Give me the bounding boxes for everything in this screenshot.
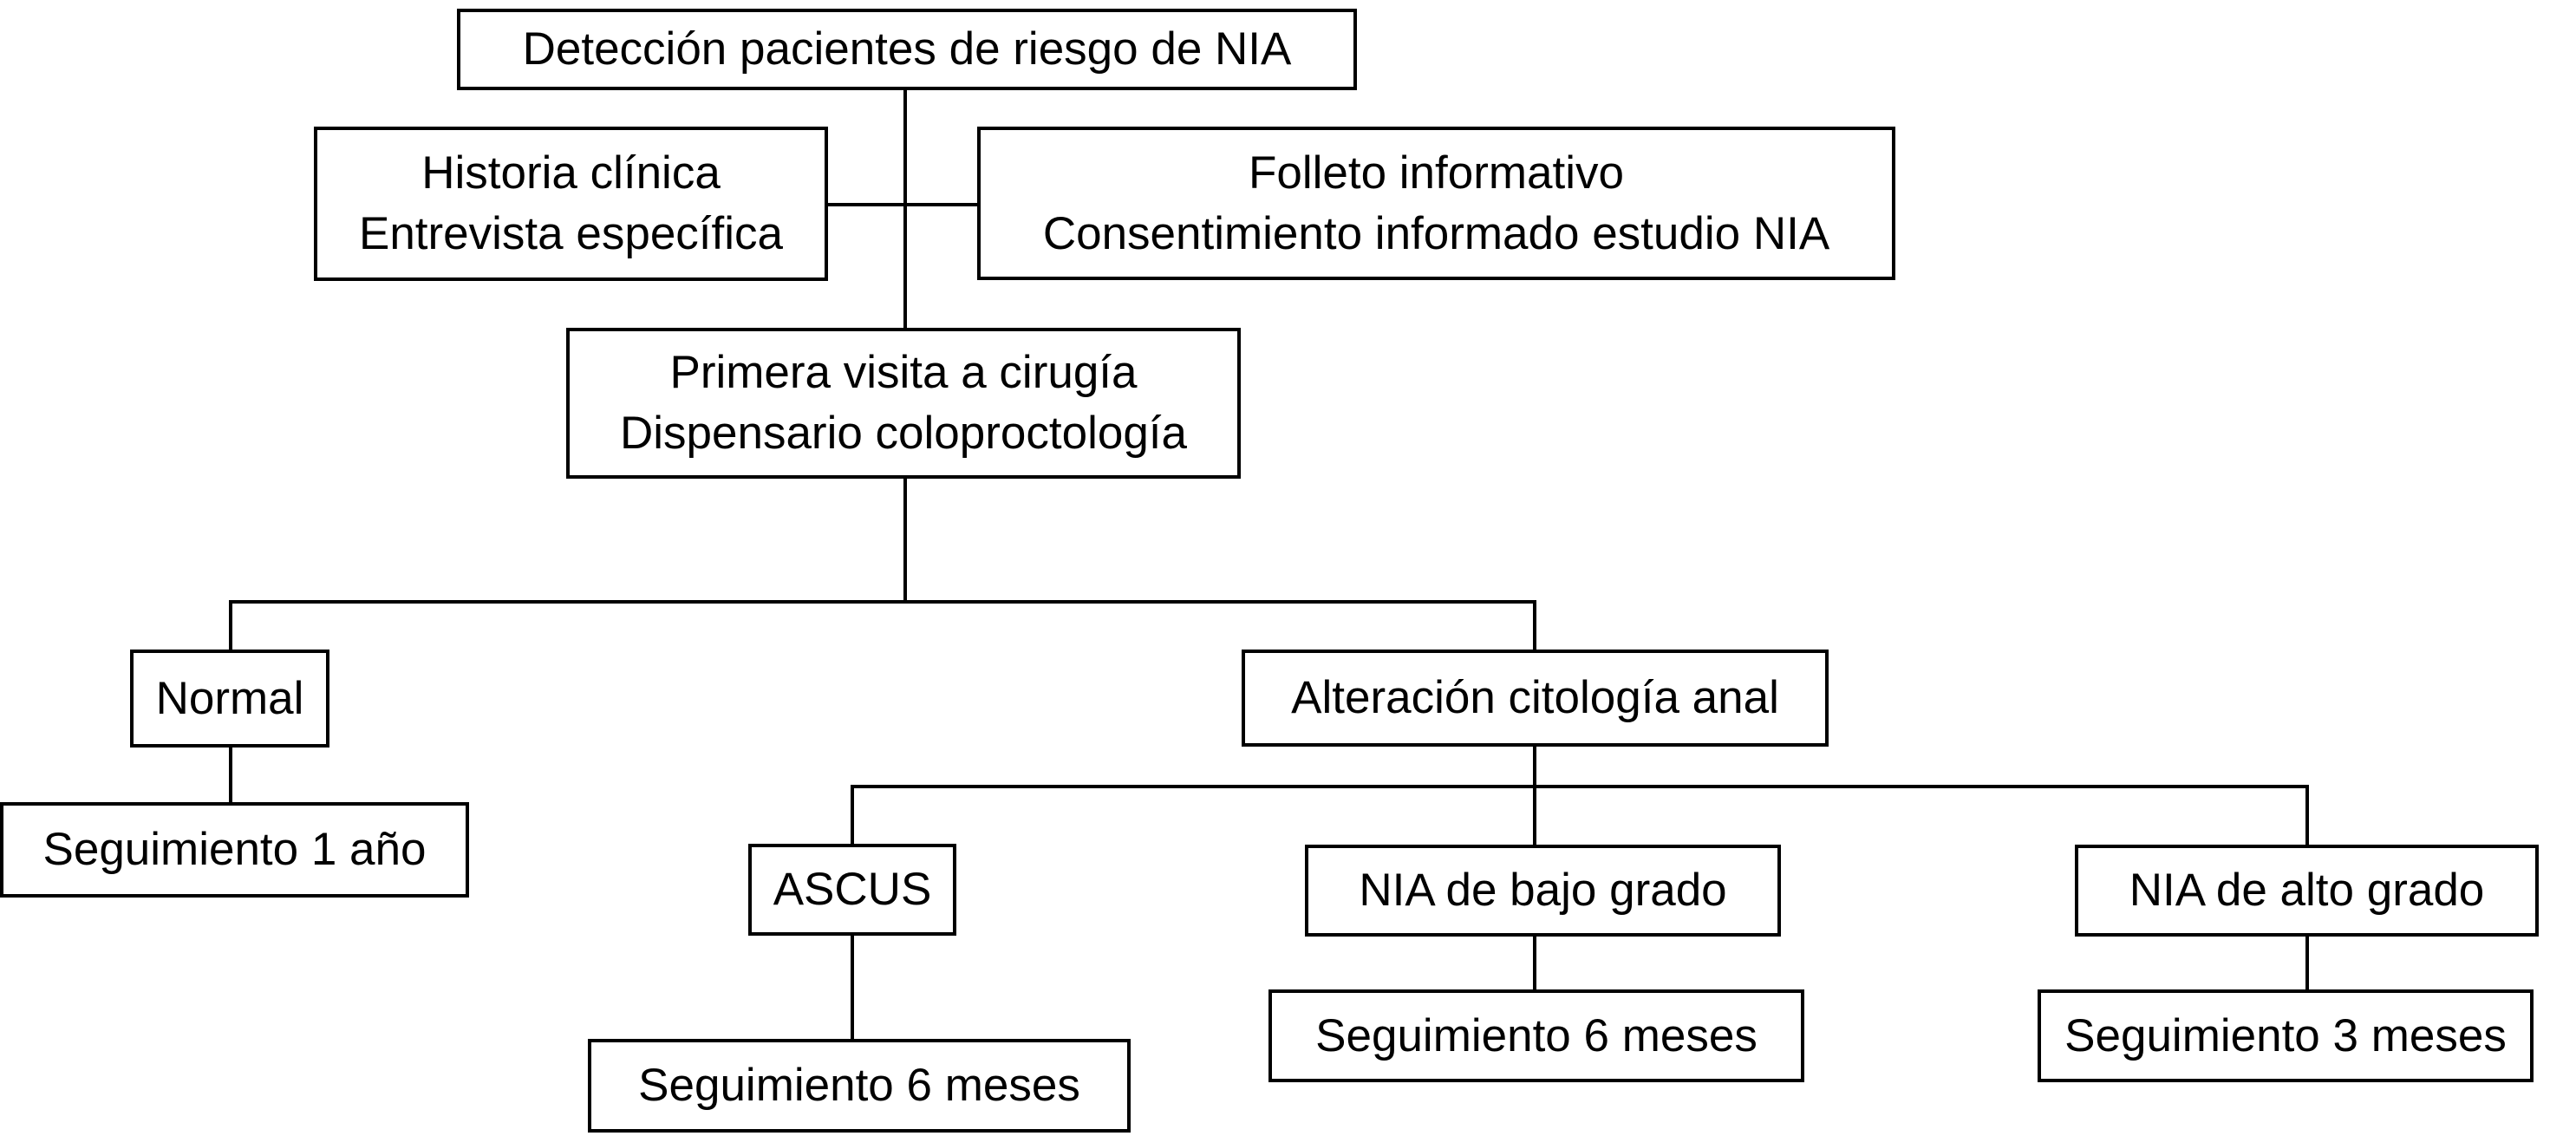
node-alteracion-label: Alteración citología anal [1291, 672, 1779, 724]
node-ascus-label: ASCUS [773, 864, 932, 916]
node-historia-line2: Entrevista específica [358, 208, 783, 259]
node-deteccion-riesgo-nia: Detección pacientes de riesgo de NIA [457, 9, 1357, 90]
connector-deteccion-to-primera [903, 90, 907, 330]
connector-split2-horizontal [851, 785, 2309, 788]
connector-stub-alteracion [1533, 600, 1536, 651]
connector-stub-nia-bajo [1533, 785, 1536, 846]
connector-stub-nia-alto [2305, 785, 2309, 846]
node-ascus: ASCUS [748, 844, 956, 936]
node-nia-bajo-grado: NIA de bajo grado [1305, 845, 1781, 937]
node-seg6-ascus-label: Seguimiento 6 meses [638, 1060, 1080, 1112]
node-primera-line1: Primera visita a cirugía [669, 347, 1138, 399]
node-normal-label: Normal [155, 672, 304, 724]
node-historia-clinica: Historia clínica Entrevista específica [314, 127, 828, 281]
node-primera-line2: Dispensario coloproctología [619, 408, 1188, 459]
connector-ascus-to-seg6 [851, 934, 854, 1041]
connector-normal-to-seg1ano [229, 746, 232, 804]
connector-primera-down [903, 477, 907, 604]
node-nia-alto-grado: NIA de alto grado [2075, 845, 2539, 937]
node-seguimiento-3-meses-alto: Seguimiento 3 meses [2038, 989, 2534, 1082]
connector-historia-folleto-crossbar [826, 203, 979, 206]
node-nia-alto-label: NIA de alto grado [2129, 865, 2485, 917]
node-nia-bajo-label: NIA de bajo grado [1359, 865, 1727, 917]
node-seg6-bajo-label: Seguimiento 6 meses [1315, 1009, 1758, 1061]
node-folleto-line1: Folleto informativo [1248, 147, 1624, 199]
node-seg1ano-label: Seguimiento 1 año [42, 824, 427, 876]
node-alteracion-citologia: Alteración citología anal [1242, 650, 1829, 747]
node-deteccion-label: Detección pacientes de riesgo de NIA [522, 23, 1292, 75]
connector-split1-horizontal [229, 600, 1536, 604]
node-seguimiento-1-ano: Seguimiento 1 año [0, 802, 469, 898]
connector-nia-bajo-to-seg6 [1533, 935, 1536, 991]
connector-stub-ascus [851, 785, 854, 845]
node-seguimiento-6-meses-ascus: Seguimiento 6 meses [588, 1039, 1131, 1133]
connector-stub-normal [229, 600, 232, 651]
node-folleto-line2: Consentimiento informado estudio NIA [1042, 207, 1830, 259]
connector-alteracion-down [1533, 745, 1536, 787]
node-primera-visita: Primera visita a cirugía Dispensario col… [566, 328, 1241, 479]
node-historia-line1: Historia clínica [421, 147, 721, 199]
node-normal: Normal [130, 650, 329, 748]
node-seguimiento-6-meses-bajo: Seguimiento 6 meses [1268, 989, 1804, 1082]
node-folleto-informativo: Folleto informativo Consentimiento infor… [977, 127, 1895, 280]
connector-nia-alto-to-seg3 [2305, 935, 2309, 991]
node-seg3-alto-label: Seguimiento 3 meses [2064, 1009, 2507, 1061]
